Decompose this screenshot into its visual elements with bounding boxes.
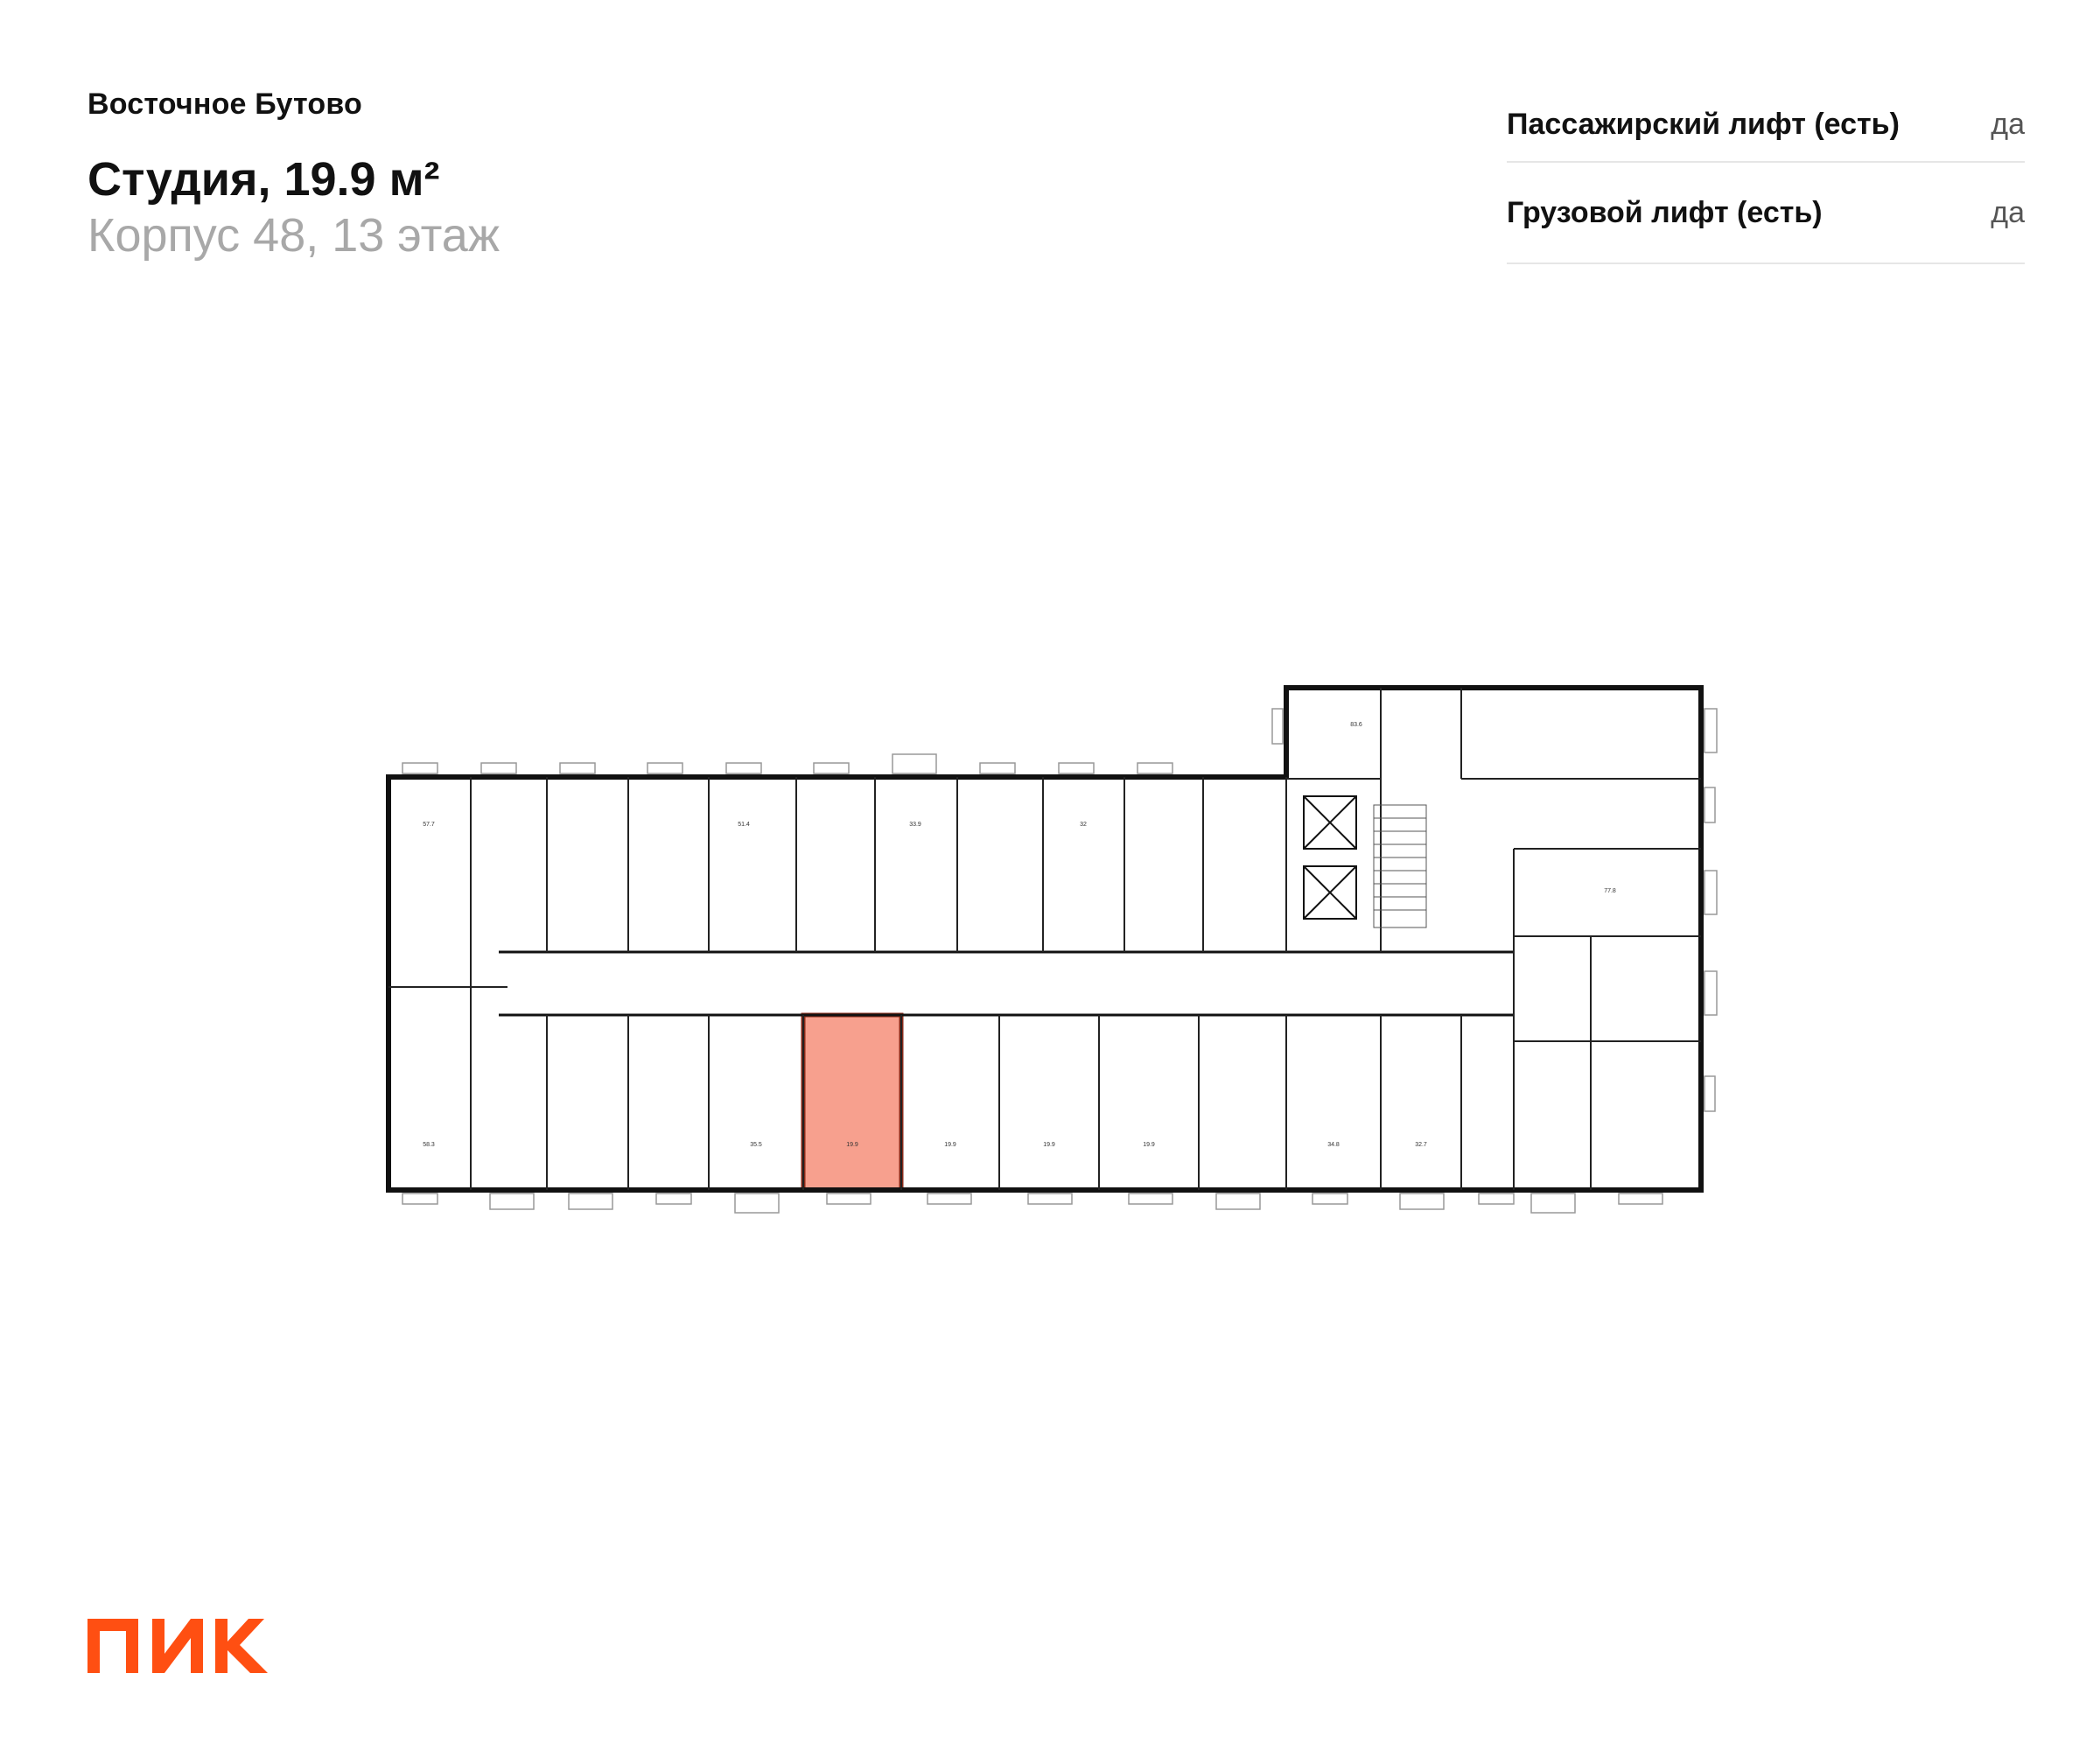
corridor-walls <box>499 950 1514 1017</box>
area-label: 83.6 <box>1350 722 1362 728</box>
area-label: 57.7 <box>423 822 435 828</box>
area-label: 51.4 <box>738 822 750 828</box>
area-label: 32 <box>1080 822 1087 828</box>
area-label: 77.8 <box>1604 888 1616 894</box>
project-name: Восточное Бутово <box>88 88 363 121</box>
area-label: 19.9 <box>944 1142 956 1148</box>
apartment-title: Студия, 19.9 м² <box>88 153 440 206</box>
spec-label: Грузовой лифт (есть) <box>1507 195 1823 229</box>
spec-value: да <box>1991 107 2025 141</box>
floor-plan: 57.7 51.4 33.9 32 83.6 77.8 58.3 35.5 19… <box>376 674 1741 1234</box>
spec-row-passenger-lift: Пассажирский лифт (есть) да <box>1507 88 2025 163</box>
specs-table: Пассажирский лифт (есть) да Грузовой лиф… <box>1507 88 2025 264</box>
area-label: 32.7 <box>1415 1142 1427 1148</box>
apartment-subtitle: Корпус 48, 13 этаж <box>88 209 500 262</box>
area-label: 33.9 <box>909 822 921 828</box>
partition-walls <box>388 688 1701 1190</box>
elevator-shafts <box>1303 795 1357 920</box>
spec-row-freight-lift: Грузовой лифт (есть) да <box>1507 163 2025 264</box>
area-label: 58.3 <box>423 1142 435 1148</box>
header: Восточное Бутово Студия, 19.9 м² Корпус … <box>88 88 500 263</box>
windows <box>402 708 1718 1214</box>
staircase <box>1373 804 1427 928</box>
area-label: 19.9 <box>846 1142 858 1148</box>
spec-label: Пассажирский лифт (есть) <box>1507 107 1900 141</box>
area-label: 19.9 <box>1143 1142 1155 1148</box>
highlighted-apartment[interactable] <box>801 1012 904 1193</box>
area-label: 35.5 <box>750 1142 762 1148</box>
pik-logo <box>88 1615 271 1681</box>
area-label: 19.9 <box>1043 1142 1055 1148</box>
area-label: 34.8 <box>1327 1142 1340 1148</box>
floor-plan-drawing: 57.7 51.4 33.9 32 83.6 77.8 58.3 35.5 19… <box>386 685 1718 1214</box>
spec-value: да <box>1991 195 2025 229</box>
pik-logo-mark <box>88 1619 268 1673</box>
